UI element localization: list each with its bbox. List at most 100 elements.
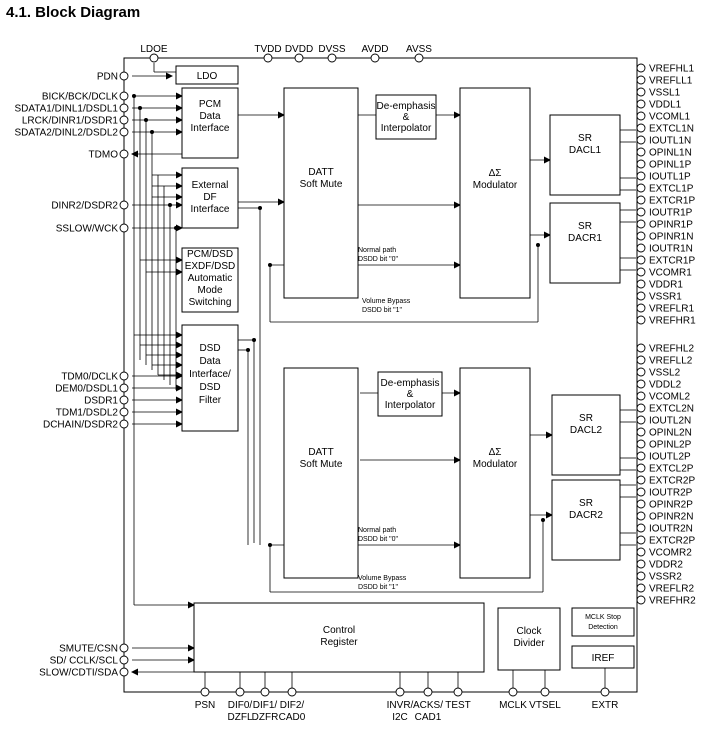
left-pin-label: SSLOW/WCK [56,224,119,235]
bottom-pin-label: DIF1/ [253,700,278,711]
right-pin-label: OPINL1P [649,160,692,171]
right-pin-34 [636,487,646,497]
block-deemph-1 [375,94,437,140]
block-label-datt1: Soft Mute [300,179,343,190]
block-label-mod1: ΔΣ [489,168,502,179]
right-pin-label: IOUTR2P [649,488,693,499]
block-mode-switch [181,247,239,313]
right-pin-41 [636,571,646,581]
right-pin-label: EXTCL1P [649,184,694,195]
path-label-normal2: Normal path [358,527,396,534]
right-pin-38 [636,535,646,545]
left-pin-7 [119,223,129,233]
bottom-pin-label: ACKS/ [413,700,443,711]
page-title: 4.1. Block Diagram [6,4,141,21]
left-pin-14 [119,655,129,665]
right-pin-label: VREFLL1 [649,76,693,87]
right-pin-39 [636,547,646,557]
right-pin-11 [636,195,646,205]
right-pin-19 [636,291,646,301]
right-pin-12 [636,207,646,217]
right-pin-label: VDDR2 [649,560,683,571]
left-pin-10 [119,395,129,405]
left-pin-label: TDM1/DSDL2 [56,408,119,419]
block-label-switch: Mode [197,285,222,296]
right-pin-label: IOUTR2N [649,524,693,535]
block-label-switch: PCM/DSD [187,249,233,260]
left-pin-label: TDMO [89,150,119,161]
right-pin-1 [636,75,646,85]
left-pin-label: DSDR1 [84,396,118,407]
block-label-datt2: DATT [308,447,333,458]
top-pin-label: AVDD [361,44,388,55]
left-pin-13 [119,643,129,653]
bottom-pin-2 [260,687,270,697]
right-pin-label: VSSL1 [649,88,681,99]
right-pin-0 [636,63,646,73]
block-label-deemph1: De-emphasis [377,101,436,112]
bottom-pin-1 [235,687,245,697]
bottom-pin-5 [423,687,433,697]
right-pin-label: VDDR1 [649,280,683,291]
bottom-pin-label: CAD0 [279,712,306,723]
block-iref [571,645,635,669]
left-pin-label: PDN [97,72,118,83]
top-pin-label: DVDD [285,44,313,55]
block-label-dacl1: SR [578,133,592,144]
right-pin-label: VCOMR1 [649,268,692,279]
left-pin-label: SMUTE/CSN [59,644,118,655]
path-label-normal1: Normal path [358,247,396,254]
block-label-mclkstop: Detection [588,624,618,631]
left-pin-label: BICK/BCK/DCLK [42,92,118,103]
left-pin-12 [119,419,129,429]
bottom-pin-9 [600,687,610,697]
bottom-pin-0 [200,687,210,697]
top-pin-1 [263,53,273,63]
block-ldo [175,65,239,85]
left-pin-9 [119,383,129,393]
block-label-dsd: Filter [199,395,222,406]
block-modulator-1 [459,87,531,299]
right-pin-36 [636,511,646,521]
right-pin-31 [636,451,646,461]
block-label-dsd: DSD [199,382,220,393]
path-label-bypass2: DSDD bit "1" [358,584,398,591]
bottom-pin-label: I2C [392,712,408,723]
left-pin-label: LRCK/DINR1/DSDR1 [22,116,119,127]
top-pin-2 [294,53,304,63]
right-pin-29 [636,427,646,437]
left-pin-8 [119,371,129,381]
block-label-switch: Automatic [188,273,232,284]
right-pin-22 [636,343,646,353]
path-label-normal2: DSDD bit "0" [358,536,398,543]
left-pin-3 [119,115,129,125]
right-pin-18 [636,279,646,289]
left-pin-1 [119,91,129,101]
block-dacl2 [551,394,621,476]
right-pin-label: EXTCR1P [649,196,695,207]
top-pin-label: LDOE [140,44,168,55]
block-label-dacr2: DACR2 [569,510,603,521]
right-pin-26 [636,391,646,401]
block-label-dsd: Interface/ [189,369,231,380]
right-pin-label: EXTCR2P [649,536,695,547]
right-pin-9 [636,171,646,181]
right-pin-15 [636,243,646,253]
bottom-pin-7 [508,687,518,697]
bottom-pin-label: DIF0/ [228,700,253,711]
left-pin-label: DINR2/DSDR2 [51,201,118,212]
block-label-deemph2: De-emphasis [381,378,440,389]
right-pin-35 [636,499,646,509]
block-label-dacr2: SR [579,498,593,509]
block-deemph-2 [377,371,443,417]
right-pin-label: VCOML1 [649,112,691,123]
block-modulator-2 [459,367,531,579]
right-pin-37 [636,523,646,533]
right-pin-label: IOUTR1P [649,208,693,219]
right-pin-24 [636,367,646,377]
right-pin-2 [636,87,646,97]
right-pin-label: VDDL1 [649,100,682,111]
block-label-dsd: DSD [199,343,220,354]
bottom-pin-label: EXTR [592,700,619,711]
block-label-deemph2: & [407,389,414,400]
